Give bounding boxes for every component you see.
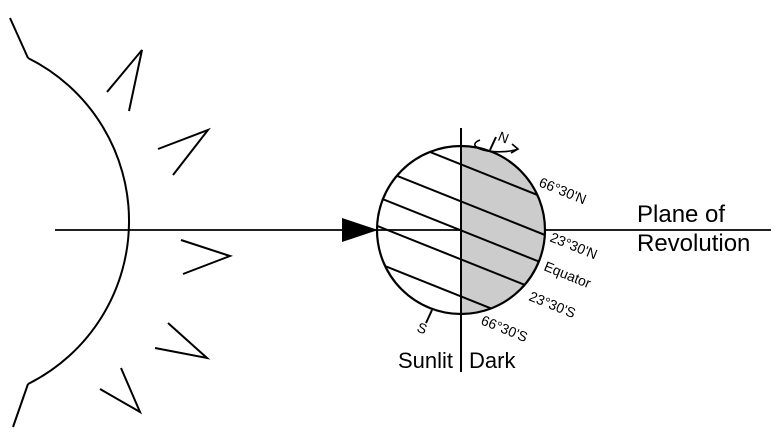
dark-label: Dark	[469, 348, 516, 373]
latitude-66s-line	[377, 251, 545, 314]
sunlight-arrowhead	[342, 218, 378, 242]
sun-ray	[157, 127, 211, 176]
plane-label-line2: Revolution	[637, 230, 750, 257]
earth	[375, 144, 547, 316]
sun-ray-top	[9, 17, 29, 59]
sun-ray	[154, 322, 211, 360]
latitude-23n-label: 23°30'N	[548, 229, 600, 262]
latitude-66n-label: 66°30'N	[537, 174, 589, 207]
south-pole-label: S	[415, 319, 430, 337]
sun	[9, 17, 233, 428]
equator-label: Equator	[542, 258, 594, 291]
sunlit-label: Sunlit	[398, 348, 453, 373]
sun-ray	[180, 239, 233, 275]
sun-ray	[99, 367, 143, 415]
latitude-23s-label: 23°30'S	[527, 288, 578, 321]
north-pole-axis-tick	[489, 136, 497, 151]
north-pole-label: N	[496, 128, 511, 147]
sun-ray	[106, 49, 143, 112]
south-pole-axis-tick	[425, 309, 433, 324]
sun-ray-bottom	[12, 383, 29, 428]
sun-disk-edge	[27, 57, 131, 385]
rotation-arrow	[474, 139, 520, 154]
latitude-66s-label: 66°30'S	[479, 312, 530, 345]
plane-label-line1: Plane of	[637, 201, 725, 228]
